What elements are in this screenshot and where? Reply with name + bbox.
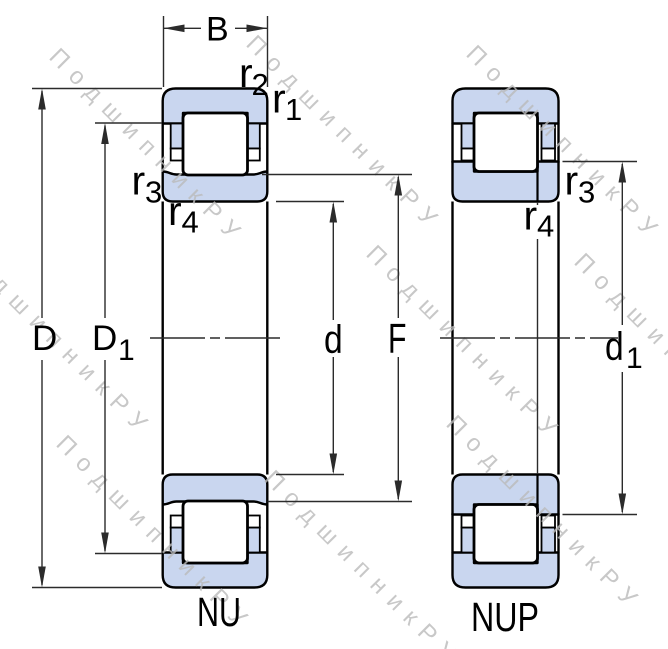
nup-cage-left bbox=[460, 122, 475, 150]
nu-cage-right-lower bbox=[246, 147, 261, 162]
label-d1-sub: 1 bbox=[626, 342, 643, 375]
dim-F bbox=[262, 173, 412, 503]
label-r2-sub: 2 bbox=[252, 67, 269, 102]
nup-cage-right-lower bbox=[540, 147, 556, 162]
nu-roller-top bbox=[181, 111, 249, 177]
nu-top-section bbox=[161, 87, 269, 203]
nu-cage-left bbox=[169, 122, 184, 150]
label-r4-left-main: r bbox=[168, 188, 182, 234]
label-D1-main: D bbox=[92, 319, 117, 358]
nu-cage-right bbox=[246, 122, 261, 150]
label-r4-left-sub: 4 bbox=[182, 205, 199, 240]
label-r2-main: r bbox=[239, 50, 253, 96]
label-nup: NUP bbox=[471, 594, 539, 640]
label-d: d bbox=[324, 317, 343, 361]
label-r4-right-main: r bbox=[524, 193, 538, 239]
label-D: D bbox=[32, 319, 57, 358]
labels: B D D 1 d F d 1 r 2 r 1 r 3 r 4 r 3 r 4 … bbox=[32, 11, 643, 641]
label-B: B bbox=[206, 11, 229, 49]
dim-D bbox=[32, 87, 162, 589]
nu-outer-ring-top bbox=[161, 87, 269, 125]
watermark-text: ПодшипникРУ bbox=[0, 235, 159, 443]
label-D1-sub: 1 bbox=[118, 334, 135, 367]
nup-cage-left-lower bbox=[460, 147, 475, 162]
label-r3-right-main: r bbox=[565, 158, 579, 204]
nup-section-side-edges bbox=[451, 123, 560, 163]
label-d1-main: d bbox=[605, 324, 624, 368]
dim-B bbox=[162, 16, 269, 87]
dim-d bbox=[276, 200, 344, 476]
label-r4-right-sub: 4 bbox=[537, 209, 554, 244]
label-r1-main: r bbox=[272, 76, 286, 122]
label-F: F bbox=[388, 315, 406, 362]
nup-top-section bbox=[451, 87, 560, 203]
label-r1-sub: 1 bbox=[285, 92, 302, 127]
label-r3-left-sub: 3 bbox=[145, 175, 162, 210]
label-r3-left-main: r bbox=[132, 158, 146, 204]
nu-inner-ring-top bbox=[161, 170, 269, 203]
dim-D1 bbox=[95, 122, 162, 555]
label-r3-right-sub: 3 bbox=[578, 175, 595, 210]
watermark-text: ПодшипникРУ bbox=[259, 465, 467, 649]
nu-section-side-edges bbox=[161, 123, 269, 173]
nup-roller-top bbox=[472, 111, 539, 173]
watermark-text: ПодшипникРУ bbox=[241, 30, 449, 238]
dim-d1 bbox=[562, 160, 637, 516]
label-nu: NU bbox=[197, 589, 241, 635]
